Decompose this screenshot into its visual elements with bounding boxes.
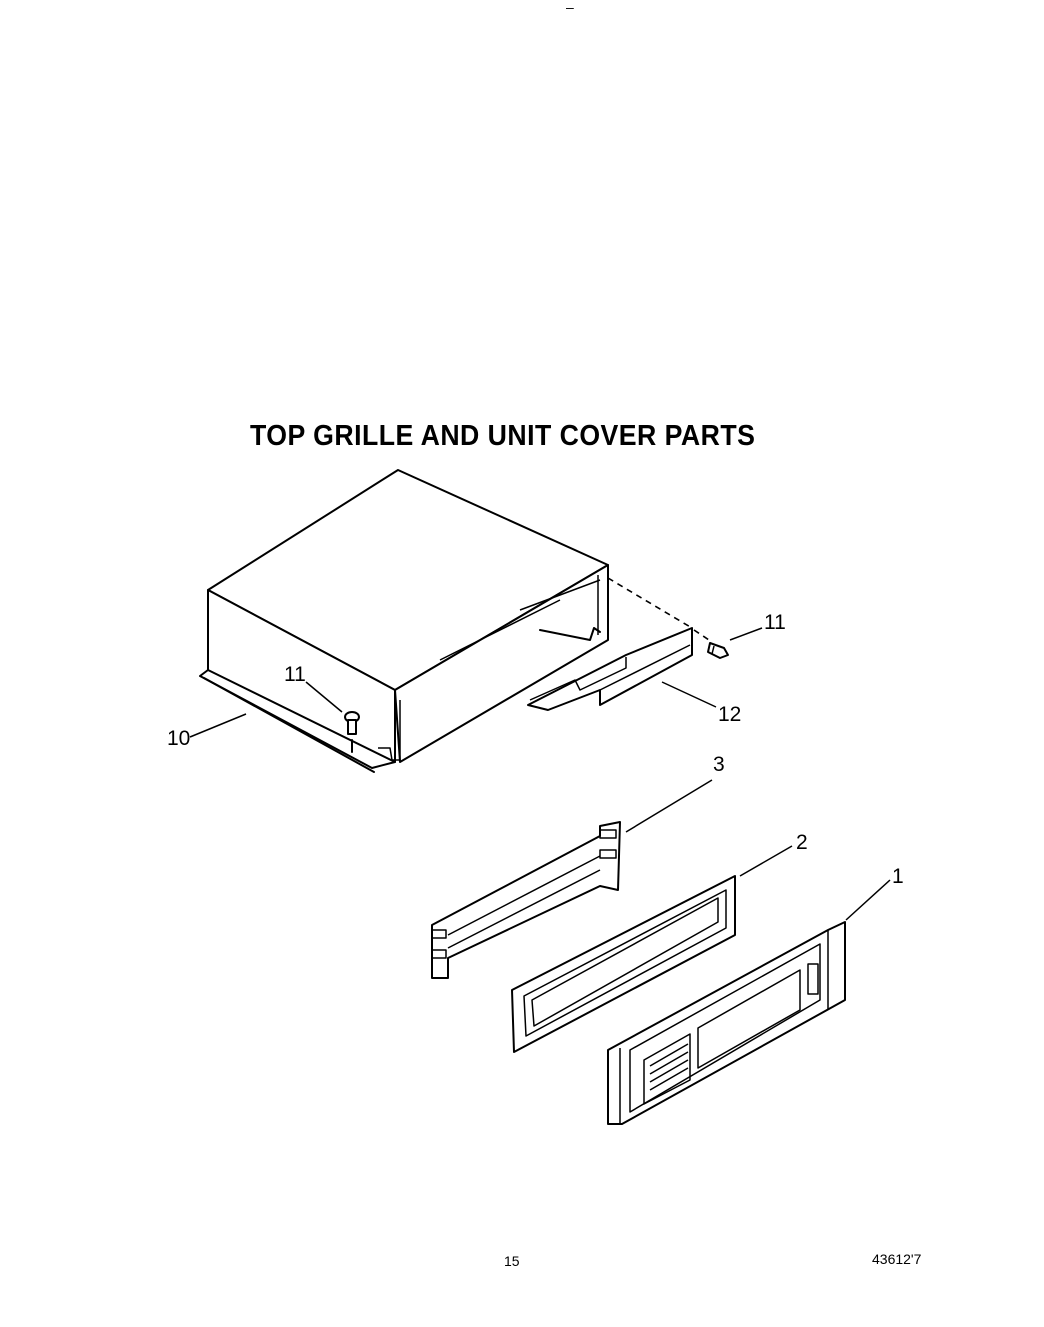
leader-lines bbox=[189, 627, 891, 921]
screw-right bbox=[707, 642, 729, 659]
bracket-part-12 bbox=[527, 577, 713, 711]
bracket-body bbox=[527, 627, 693, 711]
callout-2: 2 bbox=[796, 831, 808, 854]
page-number: 15 bbox=[504, 1253, 520, 1269]
callout-11-right: 11 bbox=[764, 611, 786, 634]
unit-cover-part-10 bbox=[199, 469, 609, 773]
callout-1: 1 bbox=[892, 865, 904, 888]
callout-12: 12 bbox=[718, 703, 742, 726]
header-mark: – bbox=[566, 0, 574, 15]
grille-frame-part-2 bbox=[511, 875, 736, 1053]
diagram-title: TOP GRILLE AND UNIT COVER PARTS bbox=[250, 420, 756, 452]
callout-3: 3 bbox=[713, 753, 725, 776]
document-code: 43612'7 bbox=[872, 1251, 922, 1267]
top-grille-part-1 bbox=[607, 921, 846, 1125]
callout-11-left: 11 bbox=[284, 663, 306, 686]
screw-left bbox=[344, 711, 360, 735]
callout-10: 10 bbox=[167, 727, 191, 750]
unit-cover-front-side bbox=[394, 564, 609, 763]
grille-support-part-3 bbox=[431, 821, 621, 979]
